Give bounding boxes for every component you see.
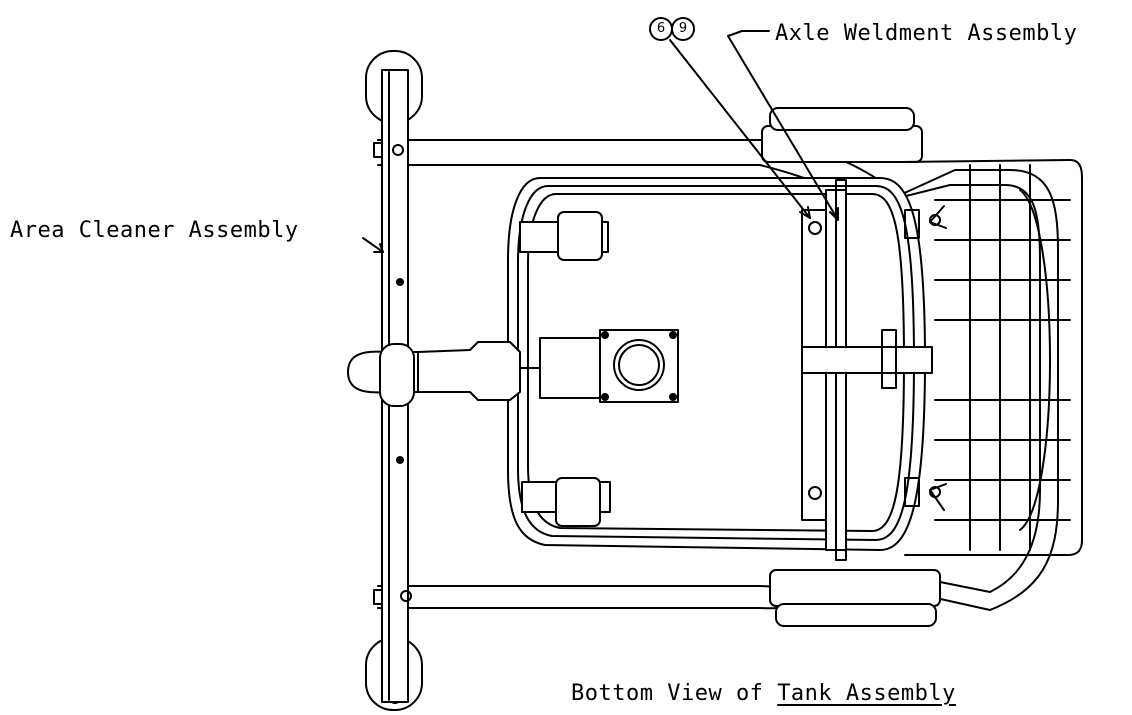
pump-motor <box>519 329 679 403</box>
leader-arrow-area-cleaner <box>373 243 384 253</box>
axle-weldment-label: Axle Weldment Assembly <box>775 21 1078 46</box>
caption-tank-assembly: Tank Assembly <box>777 681 956 706</box>
callout-6: 6 <box>649 17 673 41</box>
cotter-pin-bottom <box>904 477 947 511</box>
figure-caption: Bottom View of Tank Assembly <box>571 681 956 706</box>
callout-9: 9 <box>671 17 695 41</box>
axle-weldment <box>801 179 933 561</box>
leader-line-axle-weldment <box>727 30 839 221</box>
area-cleaner-bar <box>373 69 415 703</box>
cotter-pin-top <box>904 205 947 239</box>
rear-basket-frame <box>899 159 1083 556</box>
leader-arrow-callout <box>799 206 811 219</box>
rear-wheel-top <box>761 107 923 163</box>
caption-prefix: Bottom View of <box>571 681 764 706</box>
hose-connector <box>347 341 521 401</box>
caster-bottom <box>521 477 611 527</box>
area-cleaner-label: Area Cleaner Assembly <box>10 218 299 243</box>
leader-line-callout <box>669 39 811 219</box>
leader-arrow-axle-weldment <box>829 207 839 221</box>
caster-top <box>519 211 609 261</box>
leader-line-area-cleaner <box>362 237 384 253</box>
rear-wheel-bottom <box>769 569 941 627</box>
